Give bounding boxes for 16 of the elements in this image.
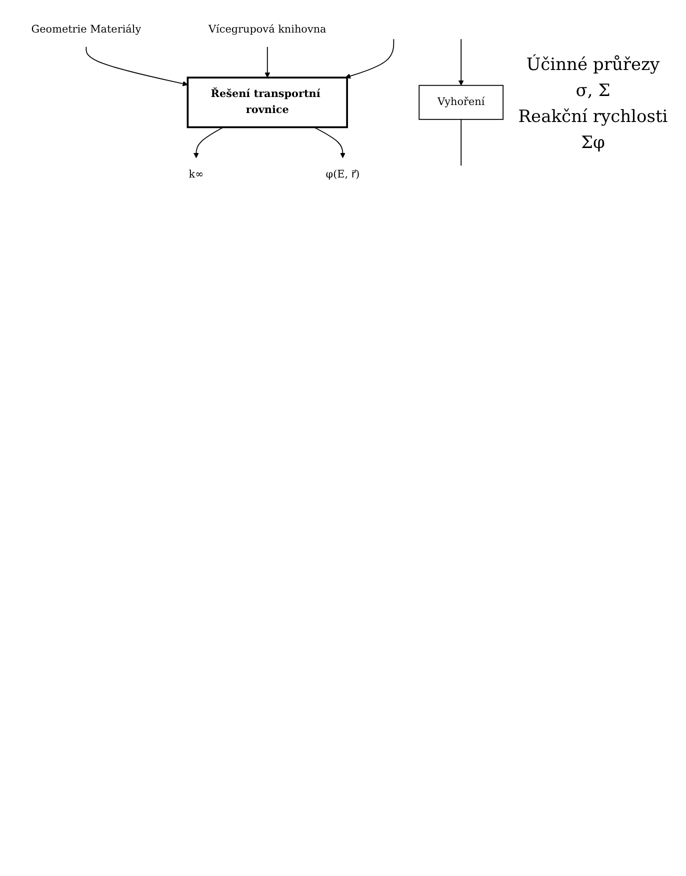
arrow <box>86 46 188 86</box>
node-text: k∞ <box>188 168 204 181</box>
note-text: Σφ <box>580 133 606 154</box>
arrow <box>345 38 394 79</box>
note-text: Reakční rychlosti <box>517 107 669 128</box>
node-box: Řešení transportní rovnice <box>186 76 348 128</box>
arrow <box>314 126 346 158</box>
note-text: Účinné průřezy <box>525 55 661 76</box>
arrow <box>194 126 224 158</box>
arrow <box>264 46 270 78</box>
node-box: Vyhoření <box>418 84 504 120</box>
note-text: σ, Σ <box>574 81 612 102</box>
arrow <box>458 38 464 86</box>
node-text: Geometrie Materiály <box>31 23 142 36</box>
node-text: φ(E, r⃗) <box>326 168 360 181</box>
node-text: Vícegrupová knihovna <box>208 23 326 36</box>
